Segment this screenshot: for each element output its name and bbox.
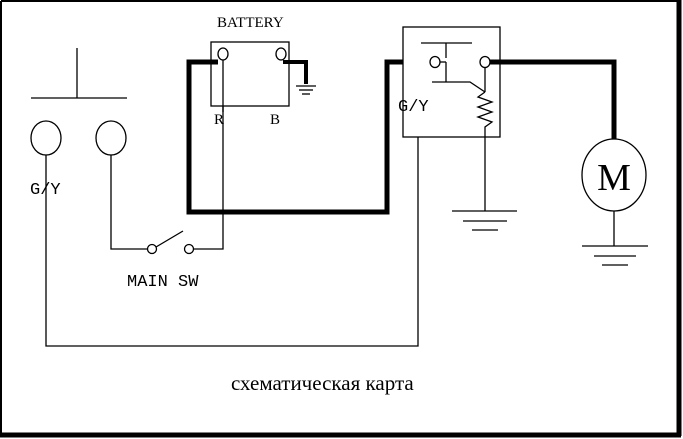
relay-wire-label: G/Y bbox=[398, 98, 429, 117]
switch-contact-left bbox=[146, 243, 158, 255]
main-switch bbox=[146, 230, 195, 255]
relay-contact-left bbox=[429, 55, 441, 69]
main-switch-label: MAIN SW bbox=[127, 273, 199, 292]
relay-contact-right bbox=[479, 55, 491, 69]
main-power-cable bbox=[186, 59, 430, 215]
switch-contact-right bbox=[183, 243, 195, 255]
lamp-to-switch-wire bbox=[110, 155, 147, 250]
motor-ground bbox=[582, 211, 648, 266]
battery-terminal-r bbox=[217, 47, 229, 61]
switch-to-battery-wire bbox=[194, 60, 224, 250]
battery-terminal-b bbox=[275, 47, 287, 61]
battery-ground bbox=[283, 60, 316, 95]
left-unit-wire-label: G/Y bbox=[30, 181, 61, 200]
motor-label: M bbox=[597, 157, 631, 199]
battery-terminal-r-label: R bbox=[214, 112, 224, 128]
left-lamp-unit bbox=[30, 48, 127, 156]
battery-label: BATTERY bbox=[217, 15, 284, 31]
battery-terminal-b-label: B bbox=[270, 112, 280, 128]
battery bbox=[210, 41, 290, 112]
left-lamp-2 bbox=[95, 120, 127, 156]
left-lamp-1 bbox=[30, 120, 62, 156]
relay-ground bbox=[452, 133, 517, 231]
motor-cable bbox=[490, 59, 617, 143]
relay bbox=[402, 26, 501, 138]
diagram-caption: схематическая карта bbox=[231, 371, 414, 395]
relay-coil bbox=[476, 91, 494, 133]
